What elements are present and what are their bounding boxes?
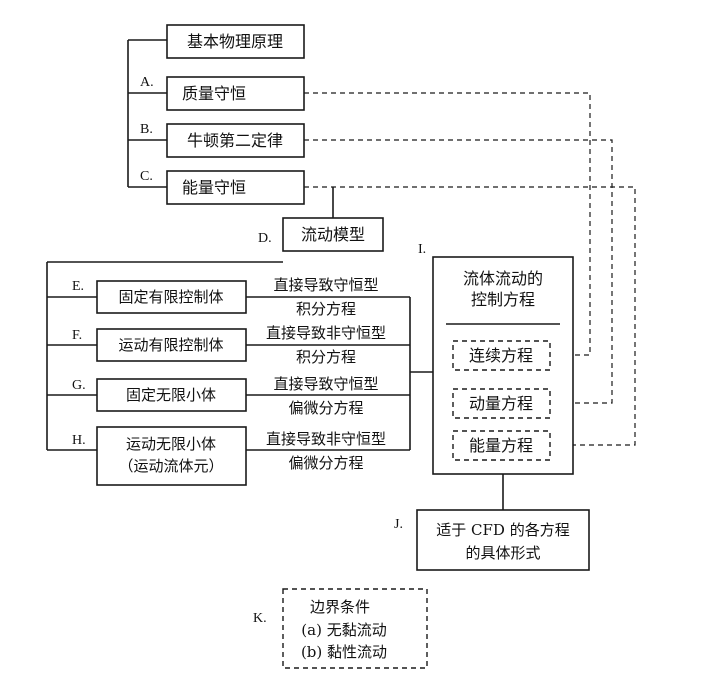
principle-c-letter: C. bbox=[140, 169, 153, 184]
boundary-conditions-box bbox=[282, 588, 428, 669]
basic-principles-box bbox=[166, 24, 305, 59]
model-h-box bbox=[96, 426, 247, 486]
governing-title-line2: 控制方程 bbox=[471, 290, 535, 309]
mass-conservation-label: 质量守恒 bbox=[182, 84, 246, 103]
model-f-result-line1: 直接导致非守恒型 bbox=[266, 324, 386, 342]
energy-equation-label: 能量方程 bbox=[469, 436, 533, 455]
basic-principles-label: 基本物理原理 bbox=[187, 32, 283, 51]
model-f-result-line2: 积分方程 bbox=[296, 348, 356, 366]
model-h-label-line2: （运动流体元） bbox=[118, 457, 223, 475]
cfd-letter: J. bbox=[394, 517, 403, 532]
model-g-result-line1: 直接导致守恒型 bbox=[273, 375, 378, 393]
continuity-equation-box bbox=[452, 340, 551, 371]
boundary-letter: K. bbox=[253, 611, 267, 626]
energy-conservation-label: 能量守恒 bbox=[182, 178, 246, 197]
boundary-inviscid: (a) 无黏流动 bbox=[301, 621, 386, 639]
continuity-equation-label: 连续方程 bbox=[469, 346, 533, 365]
newton-second-law-label: 牛顿第二定律 bbox=[187, 131, 283, 150]
boundary-title: 边界条件 bbox=[310, 598, 370, 616]
model-f-label: 运动有限控制体 bbox=[118, 336, 223, 354]
momentum-equation-label: 动量方程 bbox=[469, 394, 533, 413]
cfd-forms-box bbox=[416, 509, 590, 571]
model-e-letter: E. bbox=[72, 279, 84, 294]
model-e-box bbox=[96, 280, 247, 314]
model-g-letter: G. bbox=[72, 378, 86, 393]
model-e-result-line1: 直接导致守恒型 bbox=[273, 276, 378, 294]
mass-conservation-box bbox=[166, 76, 305, 111]
model-h-label-line1: 运动无限小体 bbox=[126, 435, 216, 453]
model-e-label: 固定有限控制体 bbox=[118, 288, 223, 306]
model-h-letter: H. bbox=[72, 433, 86, 448]
cfd-forms-line1: 适于 CFD 的各方程 bbox=[436, 521, 569, 539]
model-g-box bbox=[96, 378, 247, 412]
model-e-result-line2: 积分方程 bbox=[296, 300, 356, 318]
principle-b-letter: B. bbox=[140, 122, 153, 137]
energy-conservation-box bbox=[166, 170, 305, 205]
momentum-equation-box bbox=[452, 388, 551, 419]
connector-lines bbox=[46, 39, 504, 510]
newton-second-law-box bbox=[166, 123, 305, 158]
governing-letter: I. bbox=[418, 242, 426, 257]
energy-equation-box bbox=[452, 430, 551, 461]
cfd-forms-line2: 的具体形式 bbox=[465, 544, 540, 562]
principle-a-letter: A. bbox=[140, 75, 154, 90]
boundary-viscous: (b) 黏性流动 bbox=[301, 643, 387, 661]
model-h-result-line1: 直接导致非守恒型 bbox=[266, 430, 386, 448]
governing-title-line1: 流体流动的 bbox=[463, 269, 543, 288]
model-g-label: 固定无限小体 bbox=[126, 386, 216, 404]
model-h-result-line2: 偏微分方程 bbox=[288, 454, 363, 472]
flow-model-label: 流动模型 bbox=[301, 225, 365, 244]
model-g-result-line2: 偏微分方程 bbox=[288, 399, 363, 417]
model-f-letter: F. bbox=[72, 328, 82, 343]
flow-model-box bbox=[282, 217, 384, 252]
model-f-box bbox=[96, 328, 247, 362]
flow-model-letter: D. bbox=[258, 231, 272, 246]
